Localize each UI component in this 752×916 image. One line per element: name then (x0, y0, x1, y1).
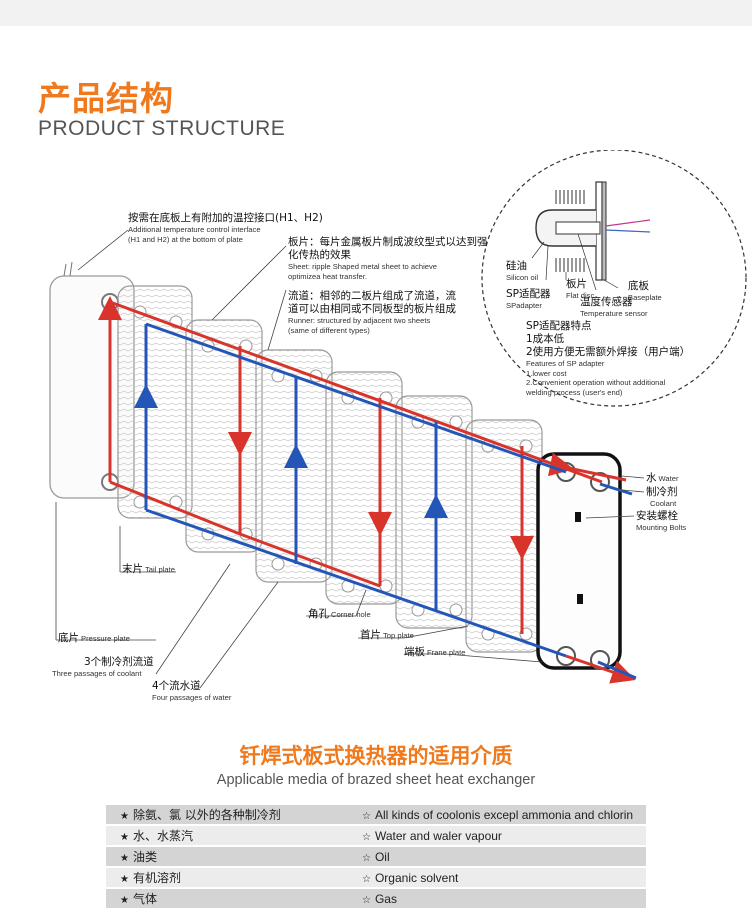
media-en-cell: ☆Organic solvent (348, 868, 646, 887)
media-cn-text: 油类 (132, 850, 157, 864)
callout-coolant: 制冷剂 Coolant (646, 486, 678, 508)
media-cn-cell: ★气体 (106, 889, 348, 908)
top-bar (0, 0, 752, 26)
section-title-en: PRODUCT STRUCTURE (38, 117, 286, 140)
star-outline-icon: ☆ (362, 894, 371, 906)
product-structure-diagram: 按需在底板上有附加的温控接口(H1、H2) Additional tempera… (0, 149, 752, 730)
star-outline-icon: ☆ (362, 873, 371, 885)
media-en-text: Organic solvent (374, 870, 459, 885)
sp-adapter-detail (481, 149, 747, 407)
media-row: ★油类☆Oil (106, 847, 646, 866)
media-en-text: Oil (374, 849, 390, 864)
media-table: ★除氨、氯 以外的各种制冷剂☆All kinds of coolonis exc… (106, 803, 646, 910)
callout-water-passages: 4个流水道 Four passages of water (152, 680, 232, 702)
callout-sp-features: SP适配器特点 1成本低 2使用方便无需额外焊接（用户端） Features o… (526, 320, 691, 397)
star-icon: ★ (120, 811, 129, 822)
callout-temp-interface: 按需在底板上有附加的温控接口(H1、H2) Additional tempera… (128, 212, 323, 244)
media-cn-text: 气体 (132, 892, 157, 906)
callout-coolant-passages: 3个制冷剂流道 Three passages of coolant (52, 656, 154, 678)
star-outline-icon: ☆ (362, 810, 371, 822)
star-icon: ★ (120, 853, 129, 864)
media-title-en: Applicable media of brazed sheet heat ex… (216, 772, 536, 788)
callout-sp-adapter: SP适配器 SPadapter (506, 288, 551, 310)
star-icon: ★ (120, 895, 129, 906)
media-en-cell: ☆Gas (348, 889, 646, 908)
media-title-cn: 钎焊式板式换热器的适用介质 (239, 744, 513, 768)
section-title-cn: 产品结构 (38, 79, 174, 118)
leader-lines (55, 229, 645, 689)
media-row: ★气体☆Gas (106, 889, 646, 908)
media-en-cell: ☆All kinds of coolonis excepl ammonia an… (348, 805, 646, 824)
media-cn-cell: ★水、水蒸汽 (106, 826, 348, 845)
media-cn-text: 水、水蒸汽 (132, 829, 193, 843)
exchanger-exploded-view (49, 149, 747, 689)
media-cn-cell: ★油类 (106, 847, 348, 866)
star-icon: ★ (120, 874, 129, 885)
media-en-text: Gas (374, 891, 397, 906)
media-row: ★有机溶剂☆Organic solvent (106, 868, 646, 887)
media-cn-text: 除氨、氯 以外的各种制冷剂 (132, 808, 281, 822)
callout-sheet: 板片：每片金属板片制成波纹型式以达到强 化传热的效果 Sheet: ripple… (288, 236, 488, 281)
callout-mounting-bolts: 安装螺栓 Mounting Bolts (636, 510, 687, 532)
media-cn-text: 有机溶剂 (132, 871, 181, 885)
callout-runner: 流道：相邻的二板片组成了流道，流 道可以由相同或不同板型的板片组成 Runner… (288, 290, 456, 335)
star-outline-icon: ☆ (362, 852, 371, 864)
callout-flat-disc: 板片 Flat disc (566, 278, 595, 300)
water-flow (134, 322, 637, 680)
media-en-cell: ☆Oil (348, 847, 646, 866)
callout-temp-sensor: 温度传感器 Temperature sensor (580, 296, 648, 318)
coolant-flow (98, 296, 636, 684)
media-cn-cell: ★有机溶剂 (106, 868, 348, 887)
star-outline-icon: ☆ (362, 831, 371, 843)
intermediate-plates (117, 285, 543, 653)
media-en-text: All kinds of coolonis excepl ammonia and… (374, 807, 634, 822)
media-cn-cell: ★除氨、氯 以外的各种制冷剂 (106, 805, 348, 824)
media-row: ★水、水蒸汽☆Water and waler vapour (106, 826, 646, 845)
callout-silicon-oil: 硅油 Silicon oil (506, 260, 539, 282)
callout-baseplate: 底板 Baseplate (628, 280, 662, 302)
media-en-text: Water and waler vapour (374, 828, 502, 843)
star-icon: ★ (120, 832, 129, 843)
media-row: ★除氨、氯 以外的各种制冷剂☆All kinds of coolonis exc… (106, 805, 646, 824)
media-en-cell: ☆Water and waler vapour (348, 826, 646, 845)
